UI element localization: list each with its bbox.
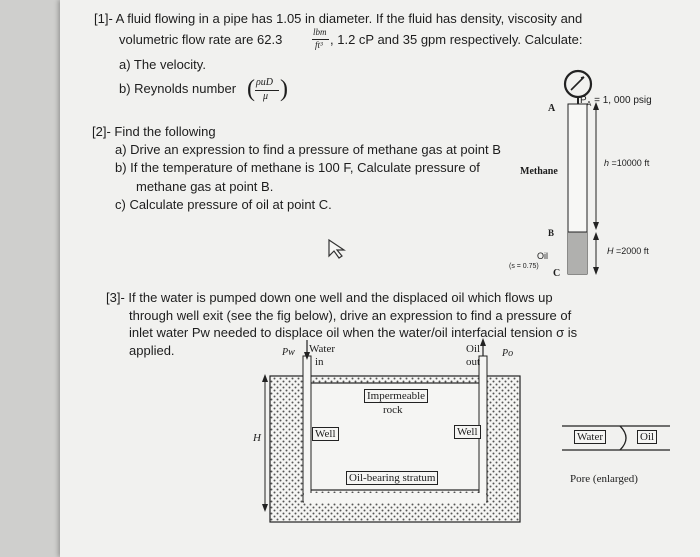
unit-fraction-bar — [312, 39, 329, 40]
well-diagram — [563, 69, 599, 275]
problem3-line4: applied. — [129, 343, 175, 358]
methane-label: Methane — [520, 166, 558, 177]
point-c-label: C — [553, 268, 561, 279]
pore-caption: Pore (enlarged) — [570, 473, 638, 485]
problem1-part-a: a) The velocity. — [119, 57, 206, 72]
point-b-label: B — [548, 228, 555, 238]
oil-specific-gravity: (s = 0.75) — [509, 263, 539, 270]
problem2-part-a: a) Drive an expression to find a pressur… — [115, 142, 501, 157]
pore-diagram — [562, 425, 670, 451]
left-well-pipe — [302, 355, 312, 503]
right-well-label: Well — [454, 425, 481, 439]
unit-denominator: ft³ — [315, 40, 323, 50]
point-a-label: A — [548, 103, 556, 114]
water-in-label-2: in — [315, 356, 324, 368]
problem2-part-b-line2: methane gas at point B. — [136, 179, 274, 194]
impermeable-rock-label-2: rock — [383, 404, 403, 416]
reservoir-diagram — [262, 338, 521, 523]
stratum-label: Oil-bearing stratum — [346, 471, 439, 485]
problem3-line3: inlet water Pw needed to displace oil wh… — [129, 325, 578, 340]
problem2-part-c: c) Calculate pressure of oil at point C. — [115, 197, 332, 212]
problem2-part-b-line1: b) If the temperature of methane is 100 … — [115, 160, 480, 175]
problem3-line1: [3]- If the water is pumped down one wel… — [106, 290, 553, 305]
pore-water-label: Water — [574, 430, 606, 444]
problem1-line2b: , 1.2 cP and 35 gpm respectively. Calcul… — [330, 32, 583, 47]
h-height-label: h =10000 ft — [604, 158, 650, 168]
problem3-line2: through well exit (see the fig below), d… — [129, 308, 572, 323]
water-in-label-1: Water — [309, 343, 335, 355]
problem1-line2a: volumetric flow rate are 62.3 — [119, 32, 283, 47]
paren-right: ) — [280, 76, 288, 102]
unit-numerator: lbm — [313, 27, 327, 37]
left-well-label: Well — [312, 427, 339, 441]
problem1-line1: [1]- A fluid flowing in a pipe has 1.05 … — [94, 11, 583, 26]
oil-label: Oil — [537, 251, 548, 261]
pw-label: Pw — [282, 347, 295, 358]
water-oil-interface — [619, 425, 627, 451]
oil-out-label-1: Oil — [466, 343, 481, 355]
problem1-part-b: b) Reynolds number — [119, 81, 237, 96]
oil-column — [568, 232, 587, 274]
oil-out-label-2: out — [466, 356, 481, 368]
reservoir-H-label: H — [253, 432, 261, 444]
pore-oil-label: Oil — [637, 430, 658, 444]
formula-denominator: μ — [263, 91, 269, 102]
problem2-title: [2]- Find the following — [92, 124, 216, 139]
formula-fraction-bar — [255, 90, 279, 91]
mouse-cursor-icon — [328, 238, 346, 259]
pressure-a-label: PA = 1, 000 psig — [580, 95, 652, 108]
formula-numerator: ρuD — [256, 77, 274, 88]
paren-left: ( — [247, 76, 255, 102]
H-height-label: H =2000 ft — [607, 246, 649, 256]
po-label: Po — [502, 348, 514, 359]
impermeable-rock-label-1: Impermeable — [364, 389, 429, 403]
